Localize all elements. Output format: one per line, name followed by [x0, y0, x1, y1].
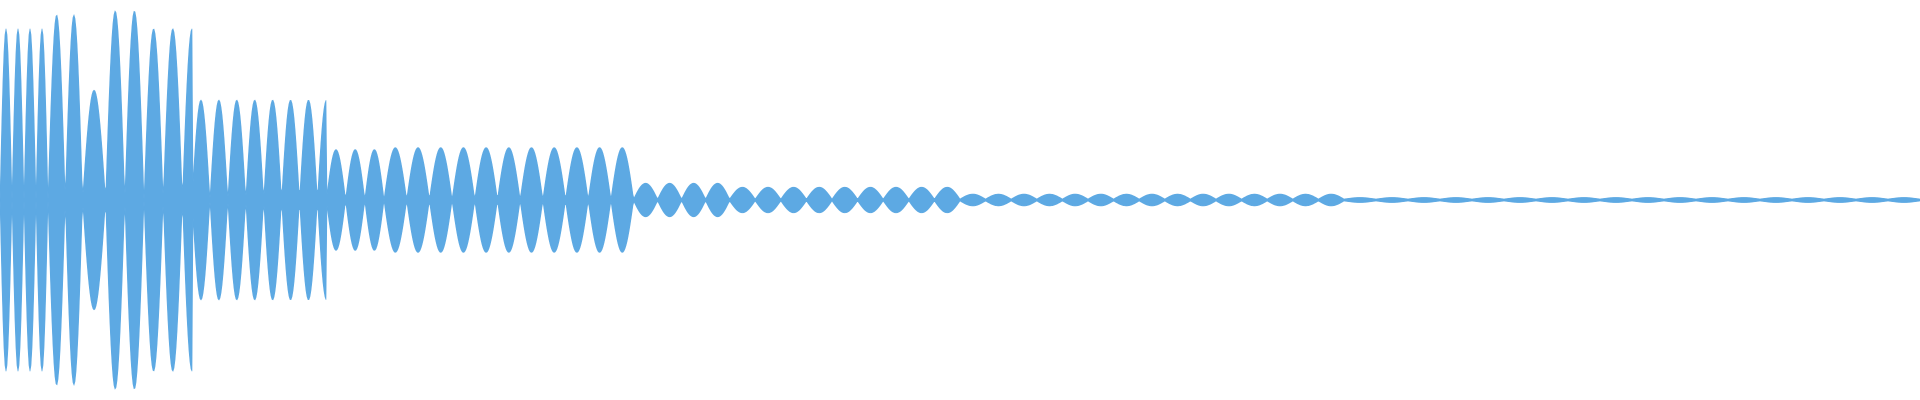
waveform-shape [0, 10, 1920, 390]
